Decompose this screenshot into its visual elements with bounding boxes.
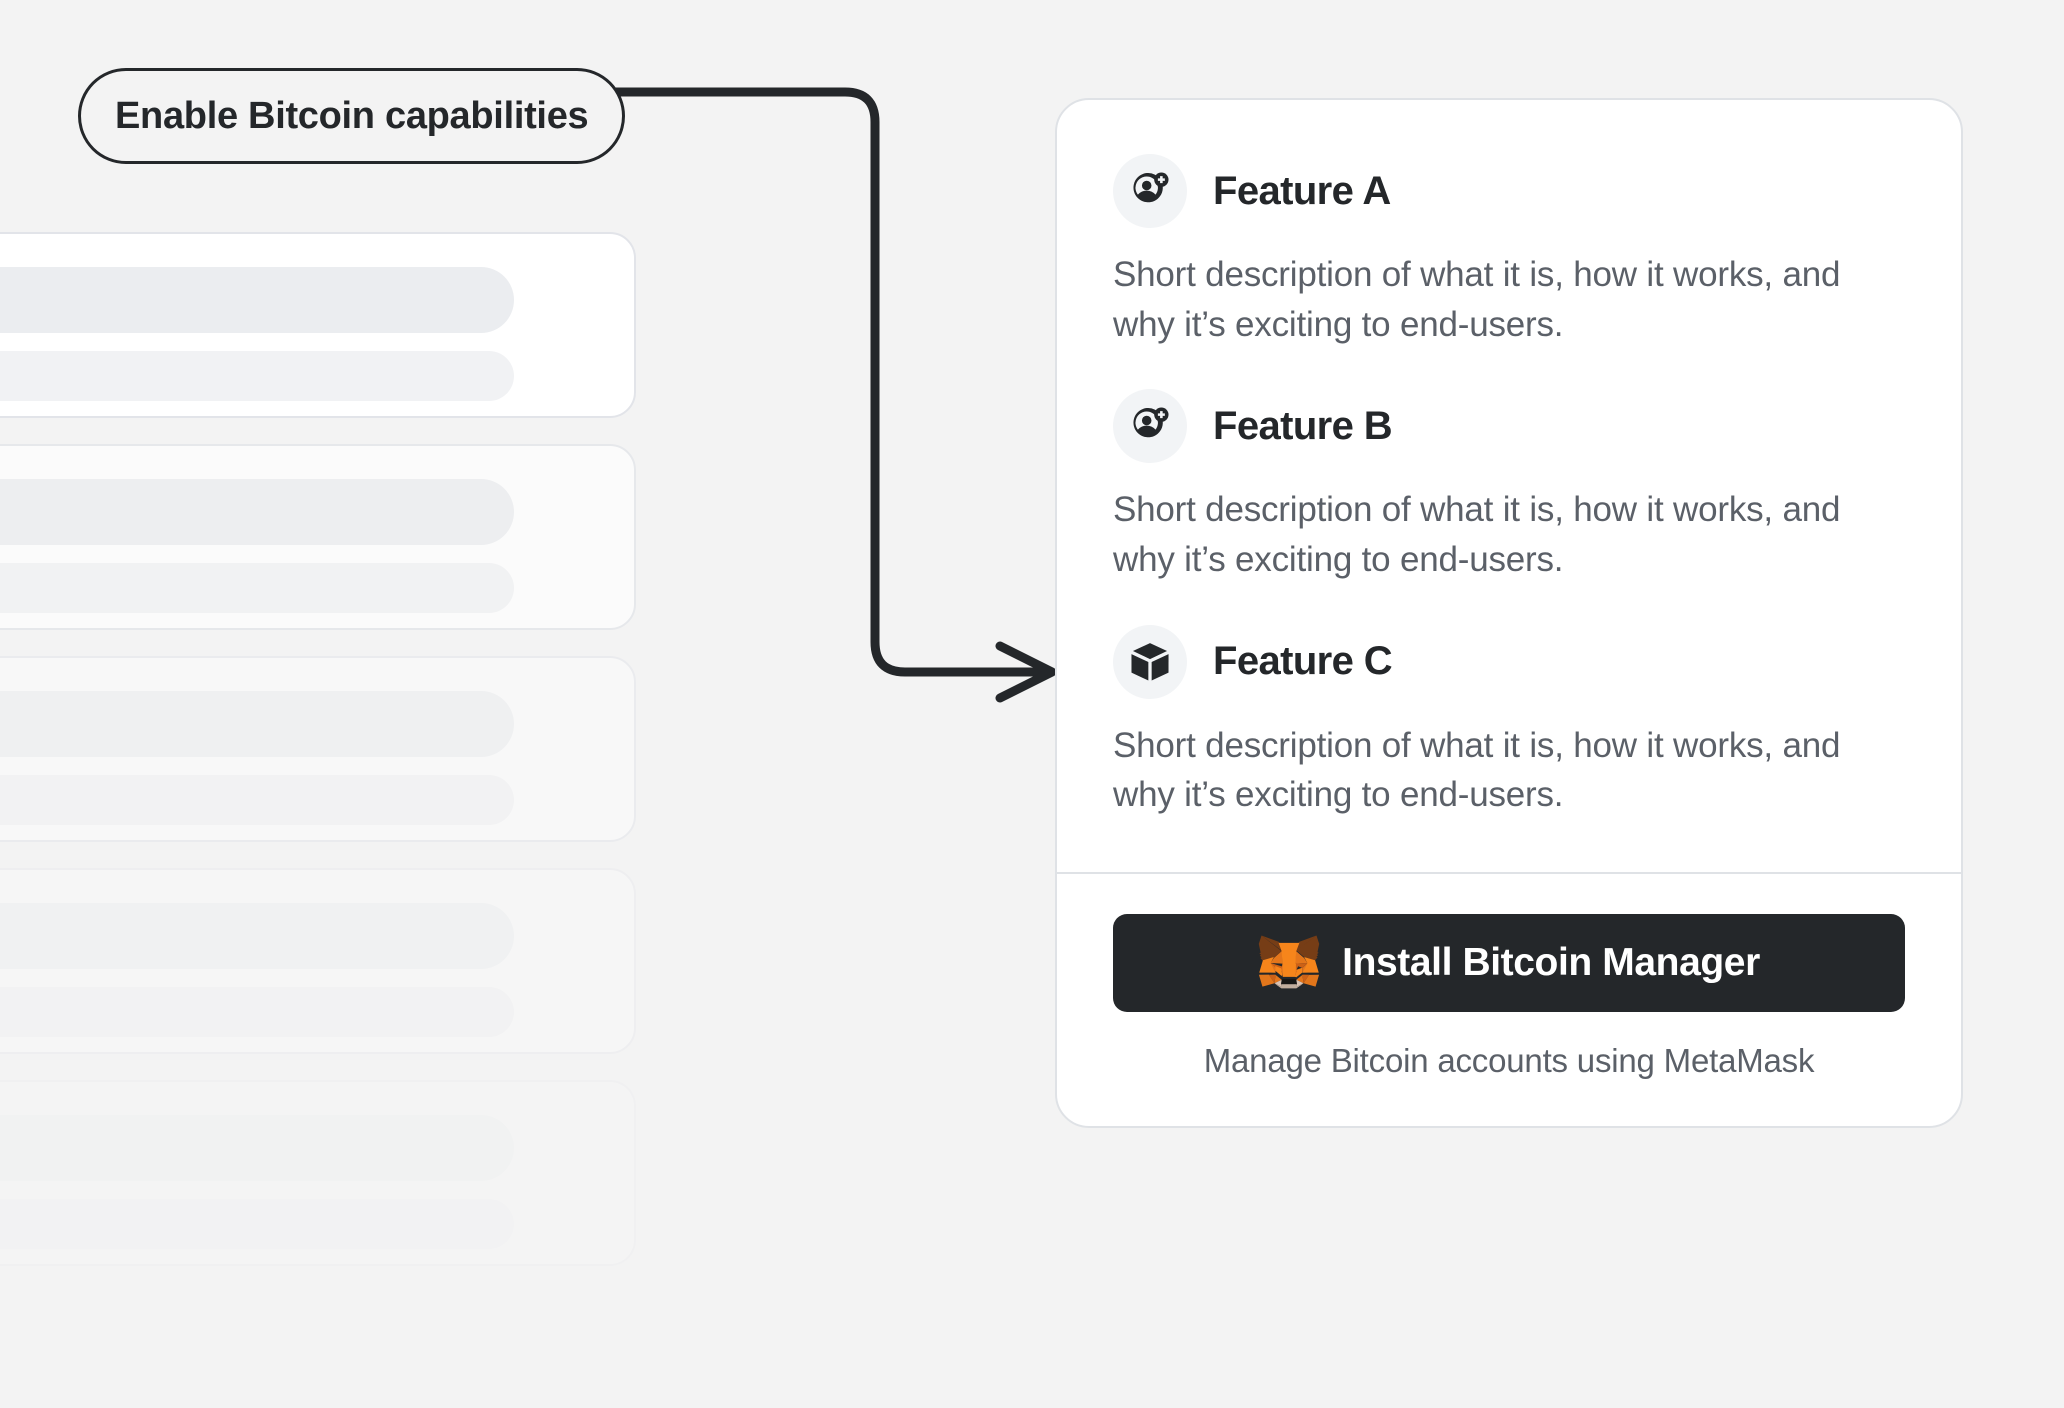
metamask-fox-icon	[1258, 935, 1320, 989]
skeleton-card	[0, 444, 636, 630]
skeleton-bar	[0, 479, 514, 545]
skeleton-bar	[0, 987, 514, 1037]
cube-icon	[1113, 624, 1187, 699]
skeleton-card	[0, 868, 636, 1054]
feature-list: Feature A Short description of what it i…	[1057, 100, 1961, 872]
skeleton-bar	[0, 903, 514, 969]
install-button-label: Install Bitcoin Manager	[1342, 941, 1760, 985]
feature-title: Feature A	[1213, 168, 1391, 213]
feature-header: Feature A	[1113, 154, 1905, 228]
feature-description: Short description of what it is, how it …	[1113, 490, 1841, 580]
skeleton-card	[0, 1080, 636, 1266]
feature-row: Feature A Short description of what it i…	[1113, 154, 1905, 349]
feature-row: Feature B Short description of what it i…	[1113, 389, 1905, 584]
feature-description: Short description of what it is, how it …	[1113, 725, 1841, 815]
callout-pill[interactable]: Enable Bitcoin capabilities	[78, 68, 626, 164]
feature-title: Feature C	[1213, 639, 1393, 684]
user-sparkle-icon	[1113, 389, 1187, 464]
install-bitcoin-manager-button[interactable]: Install Bitcoin Manager	[1113, 914, 1905, 1013]
user-sparkle-icon	[1113, 154, 1187, 228]
feature-header: Feature C	[1113, 624, 1905, 699]
skeleton-bar	[0, 691, 514, 757]
feature-title: Feature B	[1213, 403, 1393, 448]
callout-label: Enable Bitcoin capabilities	[115, 94, 589, 137]
skeleton-bar	[0, 775, 514, 825]
skeleton-bar	[0, 1115, 514, 1181]
feature-description: Short description of what it is, how it …	[1113, 255, 1841, 344]
skeleton-bar	[0, 563, 514, 613]
skeleton-bar	[0, 1199, 514, 1249]
skeleton-bar	[0, 267, 514, 333]
skeleton-card	[0, 232, 636, 418]
footer-note: Manage Bitcoin accounts using MetaMask	[1203, 1042, 1815, 1080]
feature-row: Feature C Short description of what it i…	[1113, 624, 1905, 820]
skeleton-bar	[0, 351, 514, 401]
card-footer: Install Bitcoin Manager Manage Bitcoin a…	[1057, 874, 1961, 1126]
skeleton-placeholder-list	[0, 232, 640, 1292]
feature-card: Feature A Short description of what it i…	[1055, 98, 1963, 1129]
feature-header: Feature B	[1113, 389, 1905, 464]
skeleton-card	[0, 656, 636, 842]
card-divider	[1057, 872, 1961, 875]
